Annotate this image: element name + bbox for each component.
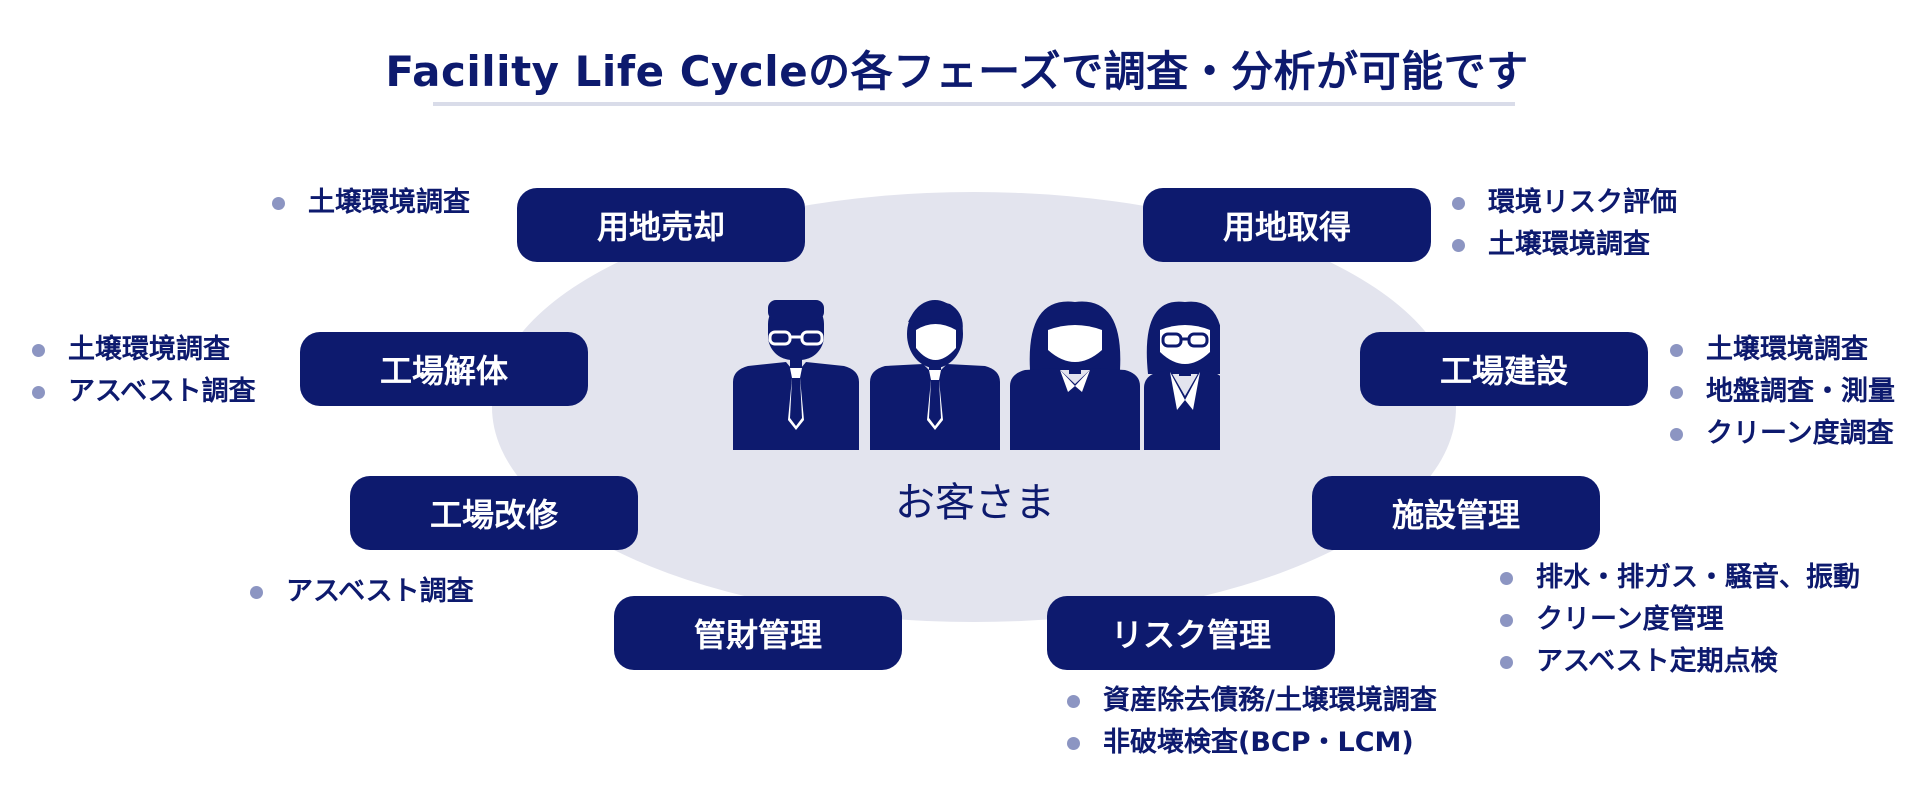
- list-item: 土壌環境調査: [1670, 329, 1895, 371]
- list-item: 非破壊検査(BCP・LCM): [1067, 722, 1437, 764]
- phase-land-acquisition: 用地取得: [1143, 188, 1431, 262]
- list-item: 環境リスク評価: [1452, 182, 1677, 224]
- list-item: アスベスト調査: [250, 571, 474, 613]
- customers-illustration: [733, 300, 1220, 450]
- phase-risk-management: リスク管理: [1047, 596, 1335, 670]
- facility-management-list: 排水・排ガス・騒音、振動 クリーン度管理 アスベスト定期点検: [1500, 557, 1860, 683]
- risk-management-list: 資産除去債務/土壌環境調査 非破壊検査(BCP・LCM): [1067, 680, 1437, 764]
- list-item: クリーン度調査: [1670, 413, 1895, 455]
- construction-survey-list: 土壌環境調査 地盤調査・測量 クリーン度調査: [1670, 329, 1895, 455]
- list-item: 土壌環境調査: [272, 182, 470, 224]
- man-glasses-icon: [733, 300, 859, 450]
- list-item: 土壌環境調査: [1452, 224, 1677, 266]
- phase-factory-demolition: 工場解体: [300, 332, 588, 406]
- phase-asset-management: 管財管理: [614, 596, 902, 670]
- man-icon: [870, 300, 1000, 450]
- sale-survey-list: 土壌環境調査: [272, 182, 470, 224]
- demolition-survey-list: 土壌環境調査 アスベスト調査: [32, 329, 256, 413]
- list-item: 土壌環境調査: [32, 329, 256, 371]
- phase-factory-construction: 工場建設: [1360, 332, 1648, 406]
- phase-facility-management: 施設管理: [1312, 476, 1600, 550]
- list-item: 排水・排ガス・騒音、振動: [1500, 557, 1860, 599]
- customer-label: お客さま: [895, 480, 1055, 526]
- renovation-survey-list: アスベスト調査: [250, 571, 474, 613]
- list-item: 地盤調査・測量: [1670, 371, 1895, 413]
- woman-icon: [1010, 301, 1140, 450]
- acquisition-survey-list: 環境リスク評価 土壌環境調査: [1452, 182, 1677, 266]
- list-item: アスベスト定期点検: [1500, 641, 1860, 683]
- woman-glasses-icon: [1144, 301, 1220, 450]
- phase-land-sale: 用地売却: [517, 188, 805, 262]
- list-item: アスベスト調査: [32, 371, 256, 413]
- list-item: 資産除去債務/土壌環境調査: [1067, 680, 1437, 722]
- page-title: Facility Life Cycleの各フェーズで調査・分析が可能です: [385, 47, 1529, 96]
- phase-factory-renovation: 工場改修: [350, 476, 638, 550]
- list-item: クリーン度管理: [1500, 599, 1860, 641]
- title-underline: [433, 102, 1515, 106]
